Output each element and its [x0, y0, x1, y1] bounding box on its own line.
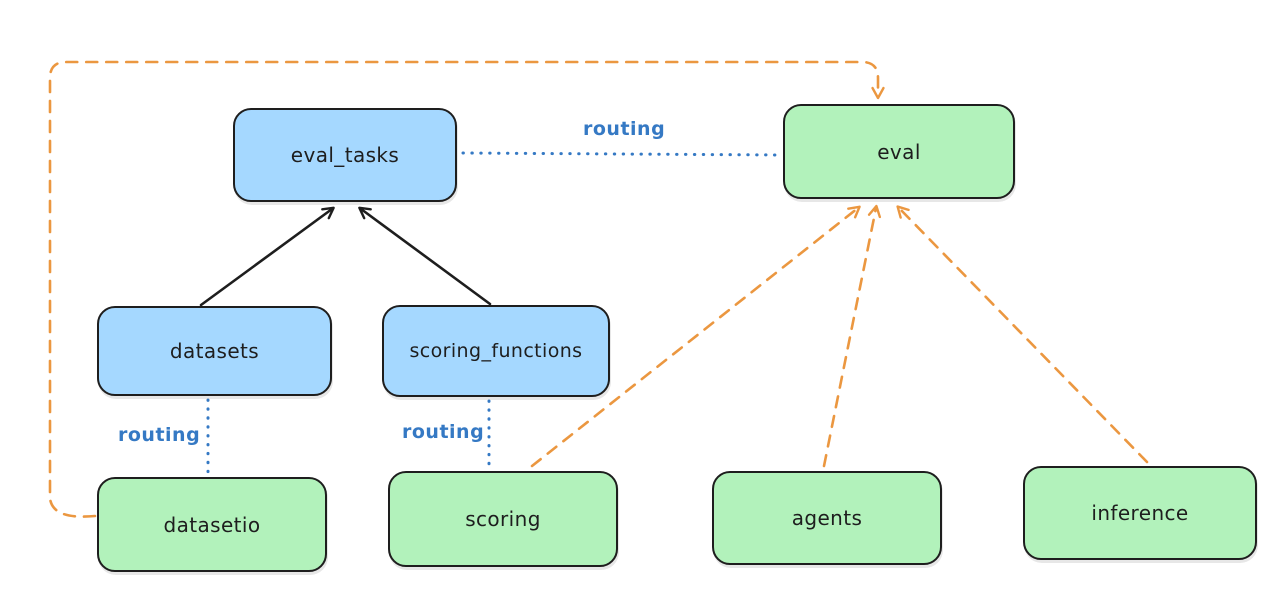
node-scoring-functions-label: scoring_functions	[409, 340, 583, 362]
node-datasets: datasets	[97, 306, 332, 396]
edge-inference-to-eval	[896, 205, 1149, 464]
edge-eval_tasks-to-eval-routing	[461, 151, 782, 157]
routing-label-eval-tasks-eval: routing	[583, 118, 666, 140]
node-inference: inference	[1023, 466, 1257, 560]
edge-datasetio-to-eval	[48, 60, 885, 518]
node-agents-label: agents	[791, 506, 863, 530]
node-eval-tasks-label: eval_tasks	[290, 143, 400, 167]
edge-agents-to-eval	[822, 204, 882, 468]
routing-label-datasets-datasetio: routing	[118, 424, 201, 446]
node-eval-tasks: eval_tasks	[233, 108, 457, 202]
node-agents: agents	[712, 471, 942, 565]
node-datasetio-label: datasetio	[163, 512, 261, 537]
edge-datasets-to-eval_tasks	[199, 206, 335, 307]
node-inference-label: inference	[1091, 501, 1189, 525]
edge-scoring-to-eval	[530, 205, 861, 468]
node-eval-label: eval	[877, 139, 921, 164]
node-scoring: scoring	[388, 471, 618, 567]
routing-label-scoring-functions-scoring: routing	[402, 421, 485, 443]
node-scoring-label: scoring	[465, 507, 541, 531]
node-datasetio: datasetio	[97, 477, 327, 572]
edge-scoring_functions-to-eval_tasks	[358, 206, 492, 306]
node-scoring-functions: scoring_functions	[382, 305, 610, 397]
node-eval: eval	[783, 104, 1015, 199]
node-datasets-label: datasets	[169, 339, 260, 363]
